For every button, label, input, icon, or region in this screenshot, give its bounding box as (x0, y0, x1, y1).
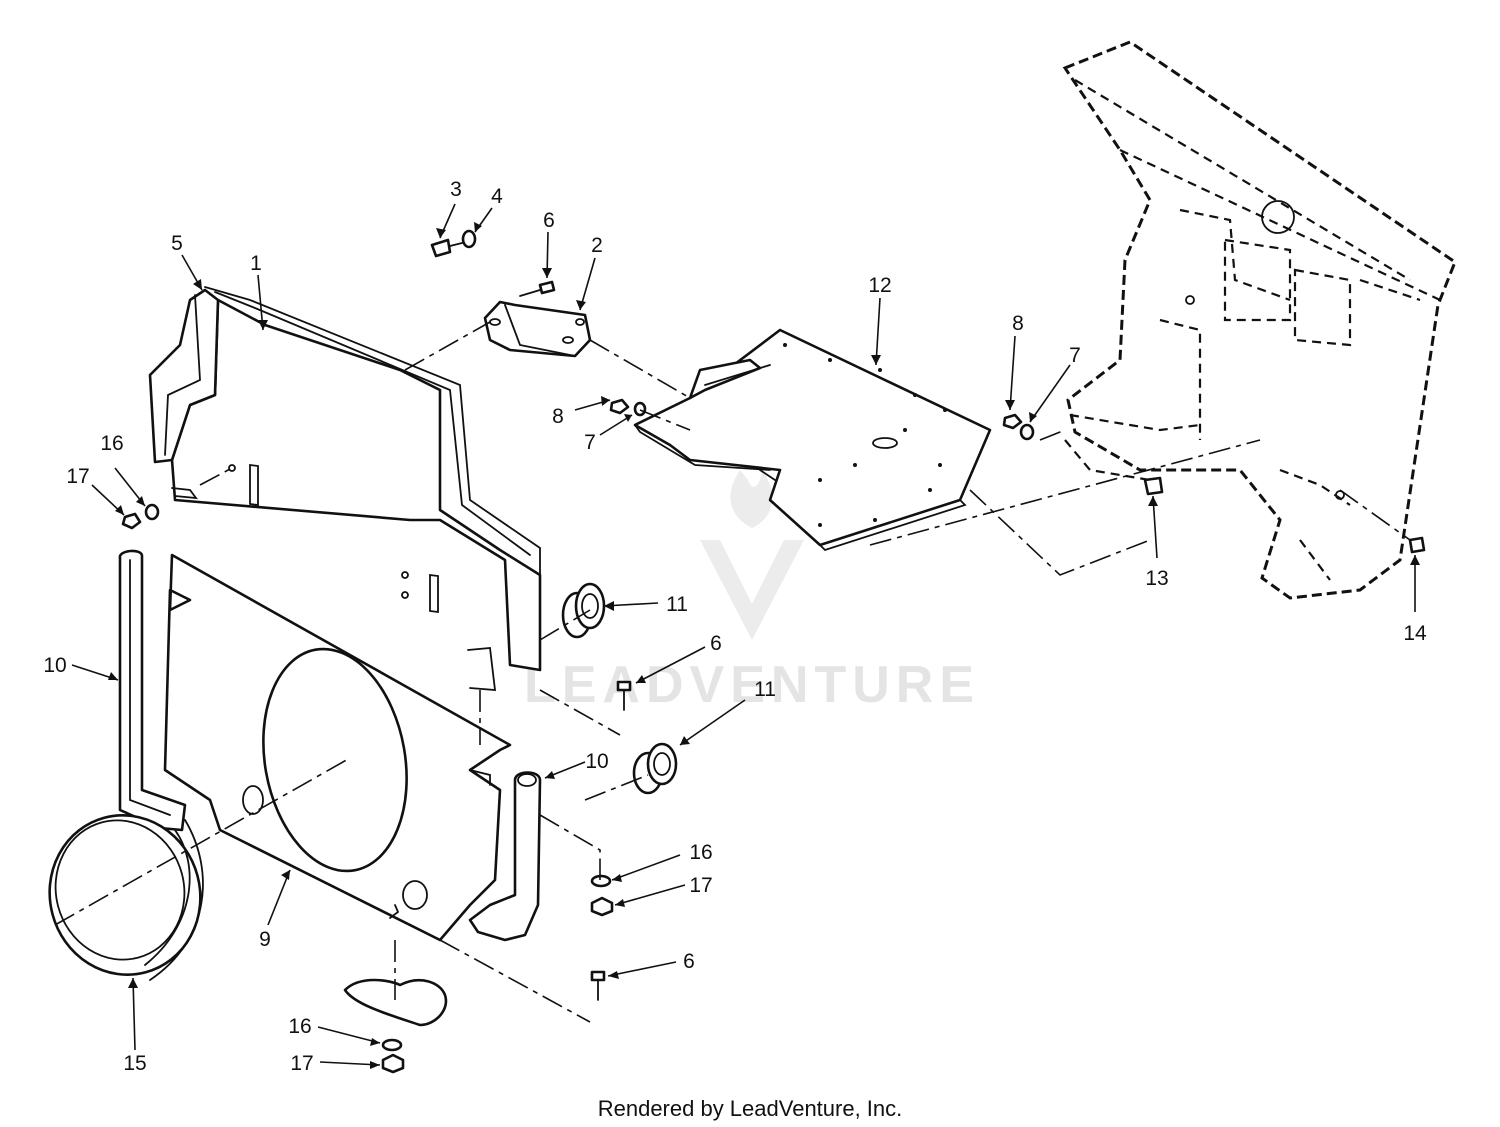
callout-17-bottom: 17 (290, 1052, 313, 1075)
grommet-lower (632, 742, 678, 795)
watermark-text: LEADVENTURE (524, 656, 980, 714)
callout-3: 3 (450, 178, 462, 201)
hardware (121, 229, 1426, 1074)
callout-4: 4 (491, 185, 503, 208)
callout-16-bottom: 16 (288, 1015, 311, 1038)
callout-17-upper: 17 (66, 465, 89, 488)
callout-8-middle: 8 (552, 405, 564, 428)
tractor-frame (1062, 40, 1457, 600)
watermark-flame-icon (730, 470, 773, 528)
callout-10-right: 10 (585, 750, 608, 773)
callout-12: 12 (868, 274, 891, 297)
callout-16-upper: 16 (100, 432, 123, 455)
callout-16-right: 16 (689, 841, 712, 864)
bracket (483, 300, 592, 358)
callout-13: 13 (1145, 567, 1168, 590)
callout-10-left: 10 (43, 654, 66, 677)
lower-panel (163, 553, 512, 942)
watermark-logo-icon (700, 540, 804, 640)
arrowheads (108, 222, 1420, 1069)
callout-14: 14 (1403, 622, 1427, 645)
callout-8-right: 8 (1012, 312, 1024, 335)
small-cover (343, 978, 448, 1027)
belt-ring (48, 814, 204, 981)
callout-15: 15 (123, 1052, 146, 1075)
callout-17-right: 17 (689, 874, 712, 897)
callout-9: 9 (259, 928, 271, 951)
callout-2: 2 (591, 234, 603, 257)
callout-11-lower: 11 (754, 678, 776, 701)
callout-6-middle: 6 (710, 632, 722, 655)
mounting-plate (633, 328, 992, 552)
callout-5: 5 (171, 232, 183, 255)
callout-labels: 3 4 6 2 5 1 12 8 7 8 7 16 17 13 14 11 6 … (43, 178, 1427, 1075)
callout-6-top: 6 (543, 209, 555, 232)
grommet-upper (561, 582, 606, 639)
callout-6-bottom: 6 (683, 950, 695, 973)
watermark: LEADVENTURE (524, 470, 980, 714)
footer-credit: Rendered by LeadVenture, Inc. (598, 1096, 903, 1121)
callout-11-upper: 11 (666, 593, 688, 616)
right-edge-trim (468, 771, 542, 942)
assembly-lines (54, 321, 1411, 1023)
callout-7-middle: 7 (584, 431, 596, 454)
upper-panel (148, 286, 542, 691)
callout-1: 1 (250, 252, 262, 275)
callout-7-right: 7 (1069, 344, 1081, 367)
